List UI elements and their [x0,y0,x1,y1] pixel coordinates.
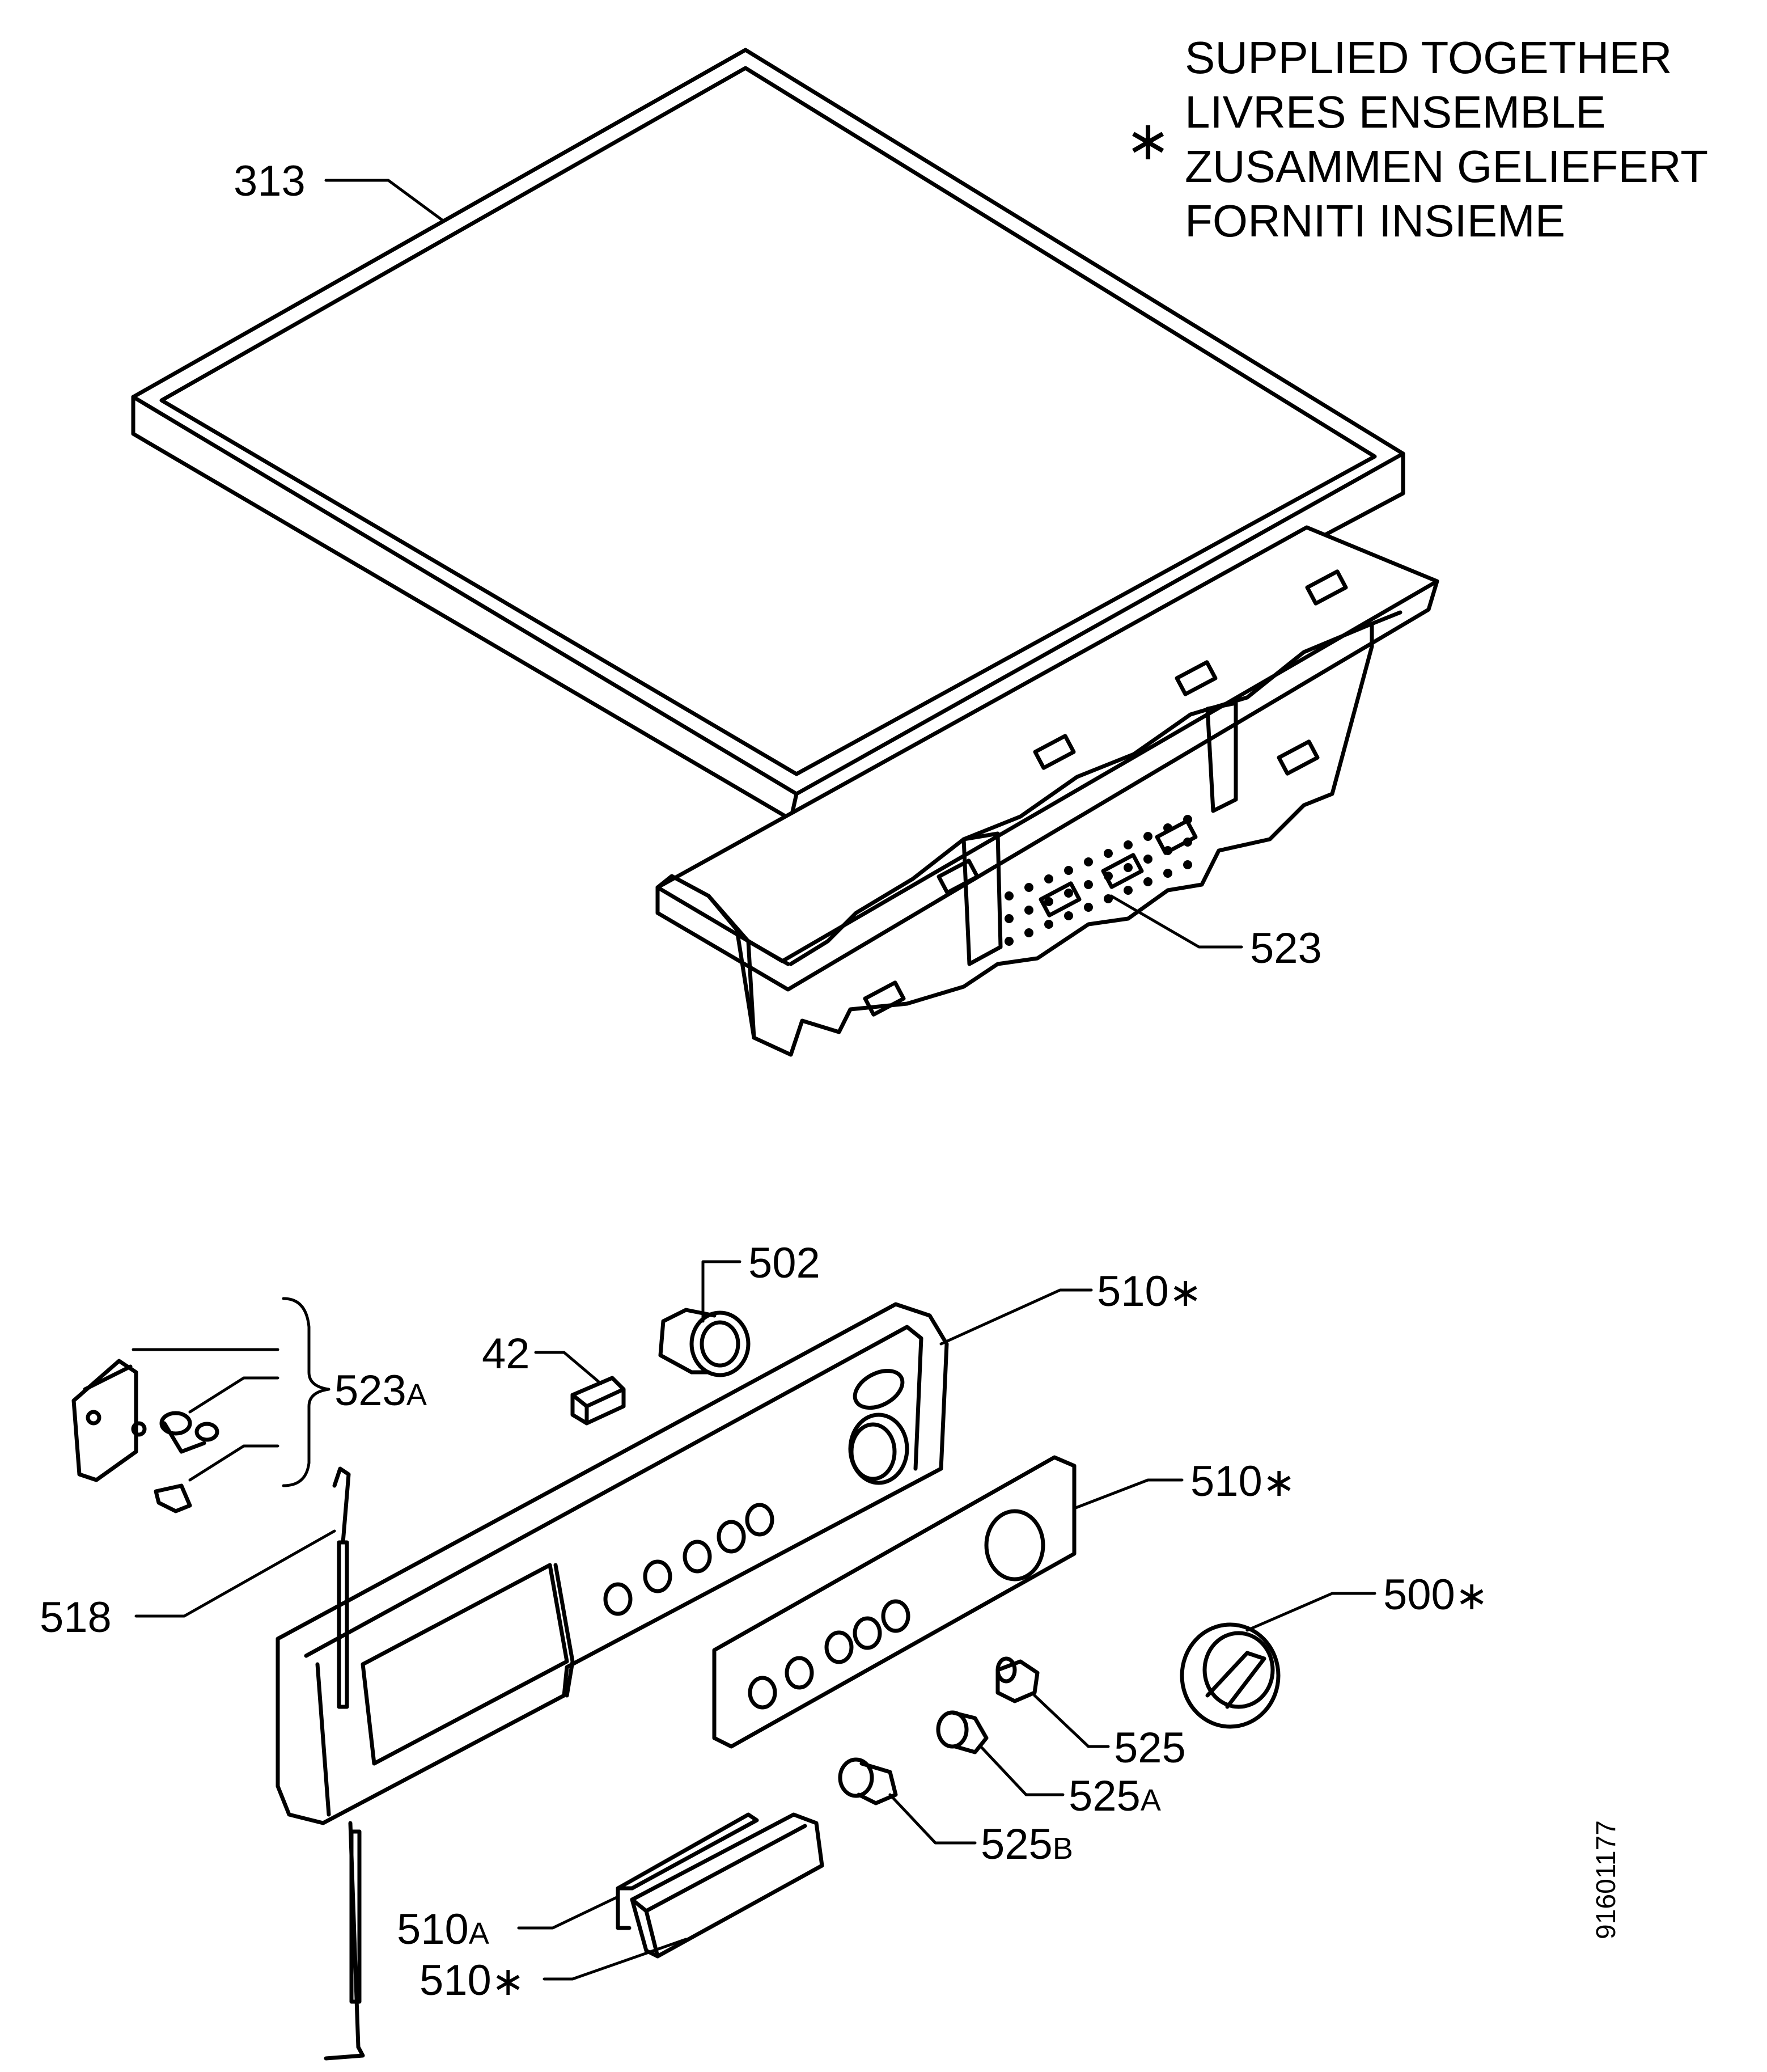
callout-500: 500∗ [1383,1571,1489,1619]
legend-line-fr: LIVRES ENSEMBLE [1185,87,1606,137]
door-lock-523a [71,1359,219,1513]
callout-313: 313 [234,157,306,205]
callout-518: 518 [40,1593,112,1642]
decor-strip-510 [712,1455,1077,1749]
callout-502: 502 [748,1239,820,1287]
legend-asterisk: ∗ [1125,109,1171,172]
legend-line-de: ZUSAMMEN GELIEFERT [1185,141,1709,192]
button-525a [936,1710,989,1754]
door-cap-510 [630,1812,824,1959]
button-525 [995,1656,1040,1703]
rod-518 [324,1466,365,2061]
callout-510-strip: 510∗ [1190,1457,1296,1506]
callout-525b: 525B [981,1820,1073,1868]
button-525b [838,1757,898,1805]
callout-523a: 523A [334,1367,427,1415]
legend-line-it: FORNITI INSIEME [1185,196,1566,246]
control-panel-510 [276,1302,949,1825]
leader-lines [132,179,1376,1981]
lamp-holder-502 [658,1308,751,1377]
callout-42: 42 [482,1330,530,1378]
callout-523: 523 [1250,924,1322,972]
callout-510-door: 510∗ [419,1956,525,2005]
callout-525a: 525A [1069,1772,1161,1820]
door-cap-510a [616,1812,759,1930]
callout-525: 525 [1114,1724,1186,1772]
legend-line-en: SUPPLIED TOGETHER [1185,32,1672,83]
switch-42 [570,1376,626,1426]
drawing-code: 91601177 [1591,1820,1621,1939]
callout-510a: 510A [397,1905,489,1953]
frame-523-vent-holes [1005,815,1192,946]
console-frame-523 [655,525,1439,1057]
top-cover-313 [131,48,1405,822]
knob-500 [1180,1622,1281,1729]
callout-510-panel: 510∗ [1097,1267,1202,1316]
